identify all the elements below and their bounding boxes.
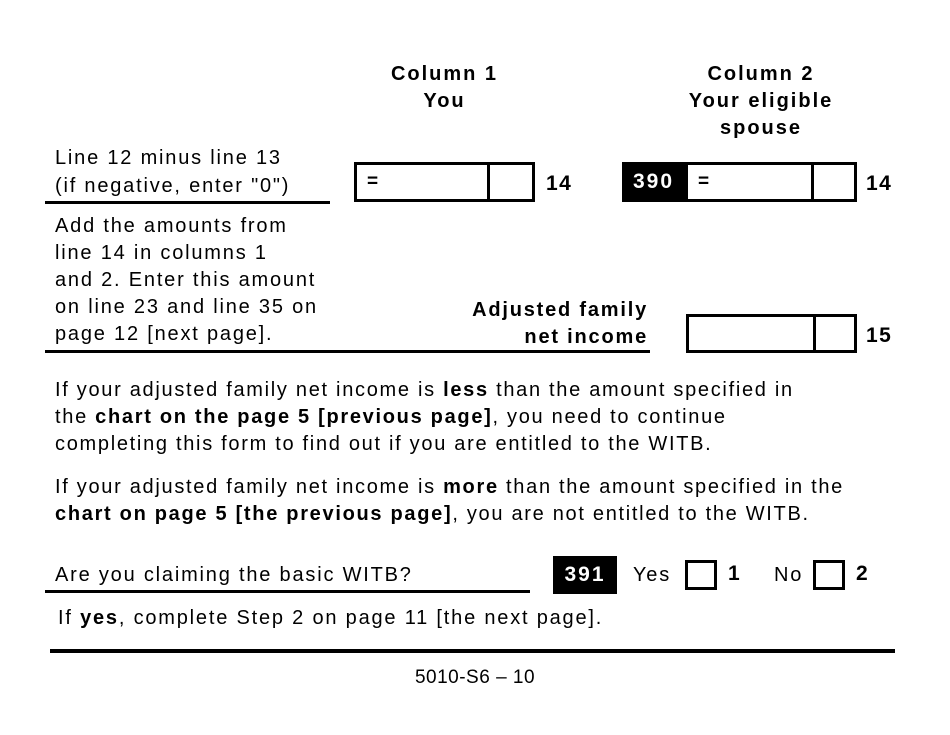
field-code-390-box: 390 bbox=[622, 162, 685, 202]
text-segment: If your adjusted family net income is bbox=[55, 379, 444, 401]
column1-subtitle: You bbox=[423, 90, 466, 112]
caption-line2: net income bbox=[524, 326, 648, 348]
paragraph-line: completing this form to find out if you … bbox=[55, 431, 794, 458]
line15-instruction-line2: line 14 in columns 1 bbox=[55, 242, 268, 264]
yes-label: Yes bbox=[633, 564, 672, 586]
paragraph-less-than: If your adjusted family net income is le… bbox=[55, 377, 794, 458]
text-segment: If bbox=[58, 607, 81, 629]
column1-title: Column 1 bbox=[390, 63, 499, 85]
cents-divider bbox=[811, 165, 814, 199]
text-segment-bold: more bbox=[443, 476, 499, 498]
column2-title: Column 2 bbox=[707, 63, 815, 85]
footer-rule bbox=[50, 649, 895, 653]
line15-amount-field[interactable] bbox=[686, 314, 857, 353]
line14-number-col1: 14 bbox=[546, 172, 573, 195]
line14-col2-amount-field[interactable]: = bbox=[685, 162, 857, 202]
question-underline bbox=[45, 590, 530, 593]
if-yes-instruction: If yes, complete Step 2 on page 11 [the … bbox=[58, 604, 603, 632]
text-segment: If your adjusted family net income is bbox=[55, 476, 444, 498]
line15-instruction-line5: page 12 [next page]. bbox=[55, 323, 274, 345]
line14-label-line2: (if negative, enter "0") bbox=[55, 175, 291, 197]
yes-checkbox[interactable] bbox=[685, 560, 717, 590]
paragraph-line: the chart on the page 5 [previous page],… bbox=[55, 404, 794, 431]
text-segment: , you are not entitled to the WITB. bbox=[452, 503, 810, 525]
line15-instruction-line1: Add the amounts from bbox=[55, 215, 288, 237]
paragraph-line: If your adjusted family net income is mo… bbox=[55, 474, 844, 501]
paragraph-more-than: If your adjusted family net income is mo… bbox=[55, 474, 844, 528]
column2-header: Column 2 Your eligible spouse bbox=[650, 61, 872, 142]
caption-line1: Adjusted family bbox=[472, 299, 648, 321]
no-label: No bbox=[774, 564, 804, 586]
paragraph-line: chart on page 5 [the previous page], you… bbox=[55, 501, 844, 528]
text-segment-bold: yes bbox=[80, 607, 119, 629]
text-segment: completing this form to find out if you … bbox=[55, 433, 713, 455]
line14-label-underline bbox=[45, 201, 330, 204]
basic-witb-question: Are you claiming the basic WITB? bbox=[55, 564, 413, 586]
text-segment: than the amount specified in bbox=[488, 379, 794, 401]
yes-number: 1 bbox=[728, 562, 742, 585]
equals-sign: = bbox=[367, 171, 379, 192]
line15-instruction-line4: on line 23 and line 35 on bbox=[55, 296, 318, 318]
line15-instruction-line3: and 2. Enter this amount bbox=[55, 269, 317, 291]
cents-divider bbox=[813, 317, 816, 350]
page-code: 5010-S6 – 10 bbox=[414, 667, 536, 688]
line14-label-line1: Line 12 minus line 13 bbox=[55, 147, 282, 169]
text-segment: , complete Step 2 on page 11 [the next p… bbox=[118, 607, 604, 629]
column2-subtitle-line2: spouse bbox=[719, 117, 803, 139]
no-checkbox[interactable] bbox=[813, 560, 845, 590]
line15-number: 15 bbox=[866, 324, 893, 347]
no-number: 2 bbox=[856, 562, 870, 585]
cents-divider bbox=[487, 165, 490, 199]
text-segment-bold: chart on the page 5 [previous page] bbox=[95, 406, 493, 428]
text-segment: than the amount specified in the bbox=[498, 476, 844, 498]
line14-number-col2: 14 bbox=[866, 172, 893, 195]
text-segment: , you need to continue bbox=[492, 406, 727, 428]
equals-sign: = bbox=[698, 171, 710, 192]
column2-subtitle-line1: Your eligible bbox=[688, 90, 834, 112]
paragraph-line: If your adjusted family net income is le… bbox=[55, 377, 794, 404]
field-code-391-box: 391 bbox=[553, 556, 617, 594]
column1-header: Column 1 You bbox=[352, 61, 537, 115]
adjusted-family-net-income-caption: Adjusted family net income bbox=[348, 297, 648, 351]
text-segment-bold: chart on page 5 [the previous page] bbox=[55, 503, 453, 525]
text-segment: the bbox=[55, 406, 96, 428]
line14-col1-amount-field[interactable]: = bbox=[354, 162, 535, 202]
line15-instruction-underline bbox=[45, 350, 650, 353]
text-segment-bold: less bbox=[443, 379, 489, 401]
line15-instruction: Add the amounts from line 14 in columns … bbox=[55, 213, 318, 348]
line14-label: Line 12 minus line 13 (if negative, ente… bbox=[55, 144, 290, 200]
